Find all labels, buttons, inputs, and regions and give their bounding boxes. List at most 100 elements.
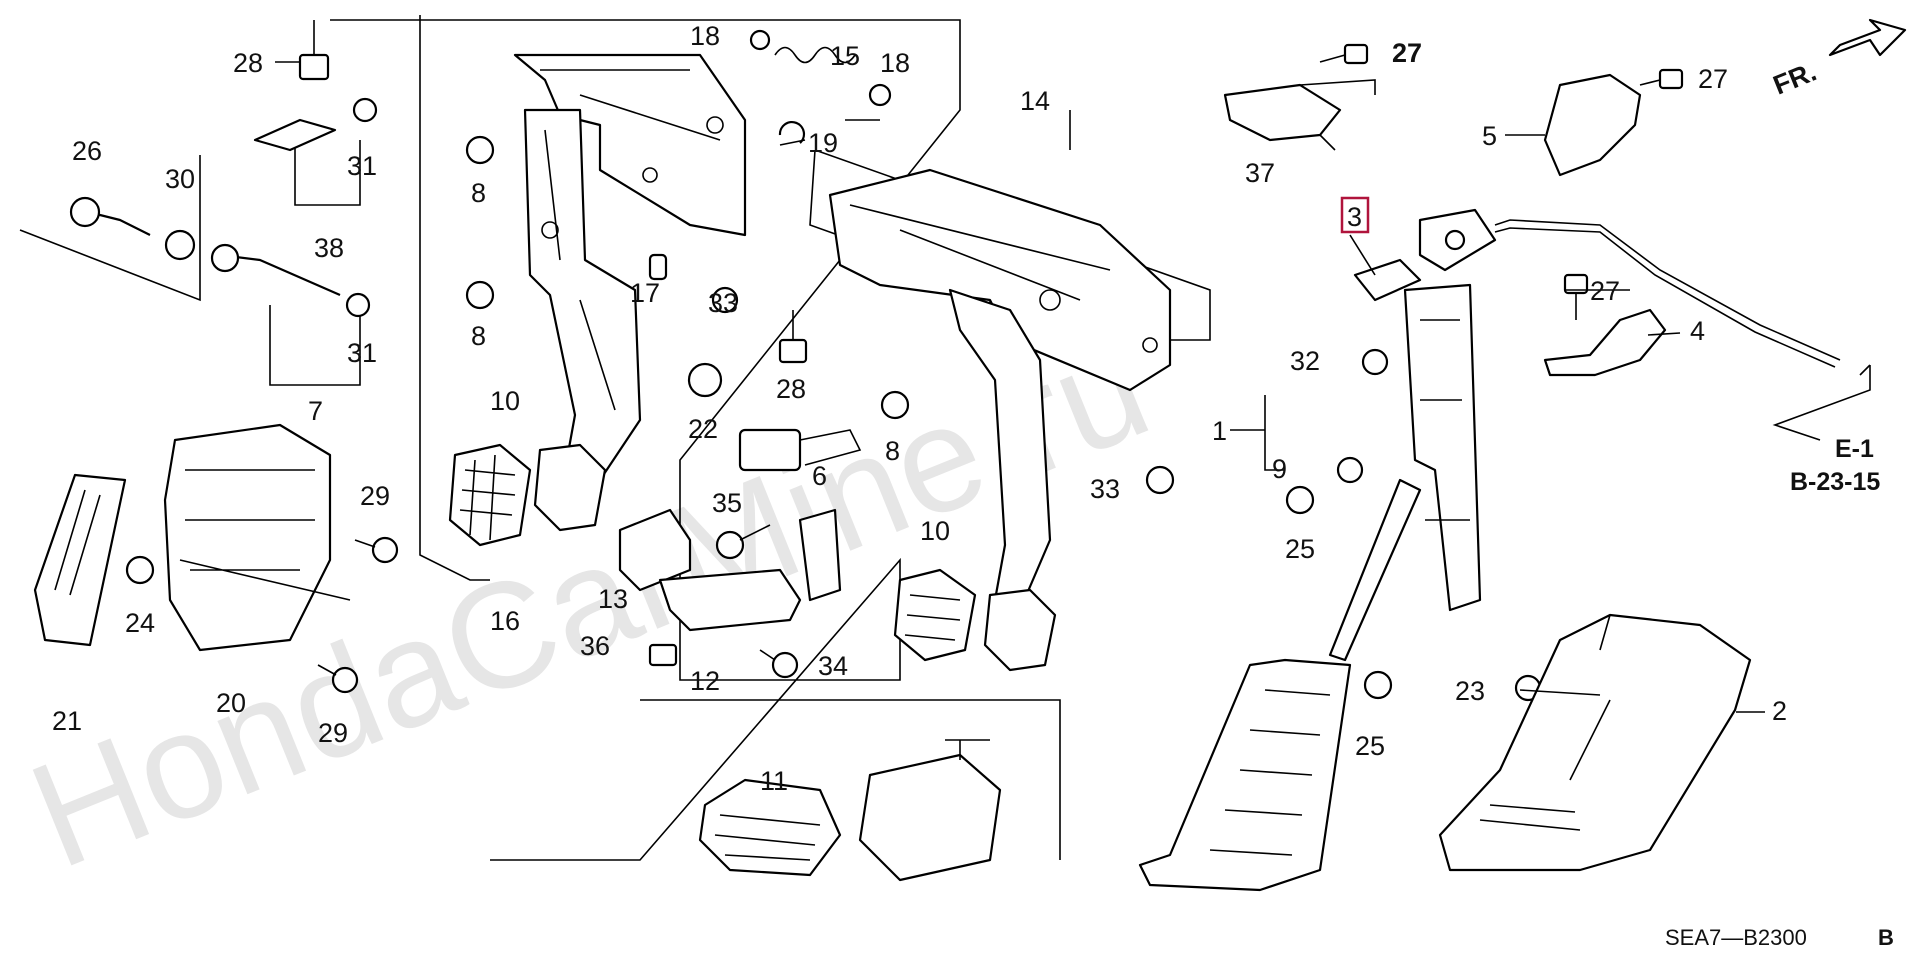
direction-label: FR. <box>1769 56 1821 100</box>
callout-8c: 8 <box>885 436 900 466</box>
diagram-code: SEA7—B2300 <box>1665 925 1807 950</box>
callout-25a: 25 <box>1285 534 1315 564</box>
bolt-26 <box>69 196 151 236</box>
bolt-28-top <box>298 20 330 81</box>
bracket-4 <box>1543 308 1667 377</box>
callout-24: 24 <box>125 608 155 638</box>
callout-28a: 28 <box>233 48 263 78</box>
callout-18b: 18 <box>880 48 910 78</box>
bolt-29b <box>317 664 359 694</box>
callout-8a: 8 <box>471 178 486 208</box>
callout-35: 35 <box>712 488 742 518</box>
bolt-34 <box>759 649 799 679</box>
callout-29b: 29 <box>318 718 348 748</box>
nut-33b <box>1145 465 1175 495</box>
nut-25b <box>1363 670 1393 700</box>
nut-24 <box>125 555 155 585</box>
clip-22 <box>687 362 723 398</box>
front-arrow <box>1828 18 1907 57</box>
callout-25b: 25 <box>1355 731 1385 761</box>
callout-33a: 33 <box>708 288 738 318</box>
floor-pad-2 <box>1438 613 1752 872</box>
callout-9: 9 <box>1272 454 1287 484</box>
callout-16: 16 <box>490 606 520 636</box>
callout-8b: 8 <box>471 321 486 351</box>
pedal-pad-cover-11 <box>698 739 1002 882</box>
callout-34: 34 <box>818 651 848 681</box>
bolt-27c <box>1563 273 1589 320</box>
clip-8a <box>465 135 495 165</box>
pedal-pad-21 <box>33 473 127 647</box>
diagram-code-suffix: B <box>1878 925 1894 950</box>
callout-13: 13 <box>598 584 628 614</box>
nut-33a <box>711 286 739 314</box>
pedal-pad-10-lower <box>893 568 1057 672</box>
callout-27b: 27 <box>1698 64 1728 94</box>
bolt-29a <box>354 536 399 564</box>
bolt-35 <box>715 524 771 560</box>
bracket-12-13 <box>618 508 842 632</box>
callout-1: 1 <box>1212 416 1227 446</box>
clip-8b <box>465 280 495 310</box>
callout-32: 32 <box>1290 346 1320 376</box>
pedal-assembly-14 <box>828 168 1172 612</box>
callout-6: 6 <box>812 461 827 491</box>
leader-lines <box>275 61 1765 713</box>
callout-38: 38 <box>314 233 344 263</box>
pedal-bracket <box>513 53 747 237</box>
reference-line1: E-1 <box>1835 435 1874 463</box>
callout-36: 36 <box>580 631 610 661</box>
callout-31b: 31 <box>347 338 377 368</box>
callout-11: 11 <box>760 766 788 796</box>
bolt-27b <box>1639 68 1684 90</box>
callout-labels: 28 26 30 31 38 31 7 8 8 10 16 18 15 18 1… <box>52 21 1787 796</box>
cover-20 <box>163 423 351 652</box>
callout-7: 7 <box>308 396 323 426</box>
highlight-box-3 <box>1340 196 1370 234</box>
callout-12: 12 <box>690 666 720 696</box>
nut-25a <box>1285 485 1315 515</box>
callout-33b: 33 <box>1090 474 1120 504</box>
bracket-lines <box>269 140 1871 471</box>
callout-10b: 10 <box>920 516 950 546</box>
callout-18a: 18 <box>690 21 720 51</box>
bolt-27a <box>1319 43 1369 65</box>
callout-5: 5 <box>1482 121 1497 151</box>
pin-17 <box>648 253 668 281</box>
callout-29a: 29 <box>360 481 390 511</box>
washer-30 <box>164 229 196 261</box>
bracket-5 <box>1543 73 1642 177</box>
pedal-pad-10-right <box>533 443 607 532</box>
callout-30: 30 <box>165 164 195 194</box>
callout-4: 4 <box>1690 316 1705 346</box>
pedal-pad-10-left <box>448 443 532 547</box>
fasteners <box>69 20 1684 702</box>
pin-38 <box>253 97 378 152</box>
callout-20: 20 <box>216 688 246 718</box>
reference-line2: B-23-15 <box>1790 468 1880 496</box>
callout-17: 17 <box>630 278 660 308</box>
nut-32 <box>1361 348 1389 376</box>
callout-19: 19 <box>808 128 838 158</box>
callout-10a: 10 <box>490 386 520 416</box>
accelerator-pedal-1 <box>1138 283 1482 892</box>
clip-19 <box>778 120 805 144</box>
callout-3: 3 <box>1347 202 1362 232</box>
stop-switch-6 <box>738 428 862 472</box>
callout-27a: 27 <box>1392 38 1422 68</box>
callout-28b: 28 <box>776 374 806 404</box>
callout-23: 23 <box>1455 676 1485 706</box>
callout-2: 2 <box>1772 696 1787 726</box>
rod-7 <box>210 243 371 318</box>
callout-21: 21 <box>52 706 82 736</box>
clip-18b <box>868 83 892 107</box>
callout-31a: 31 <box>347 151 377 181</box>
bolt-28b <box>778 310 808 364</box>
callout-26: 26 <box>72 136 102 166</box>
callout-15: 15 <box>830 41 860 71</box>
callout-27c: 27 <box>1590 276 1620 306</box>
callout-22: 22 <box>688 414 718 444</box>
spring-15 <box>774 46 856 64</box>
callout-14: 14 <box>1020 86 1050 116</box>
